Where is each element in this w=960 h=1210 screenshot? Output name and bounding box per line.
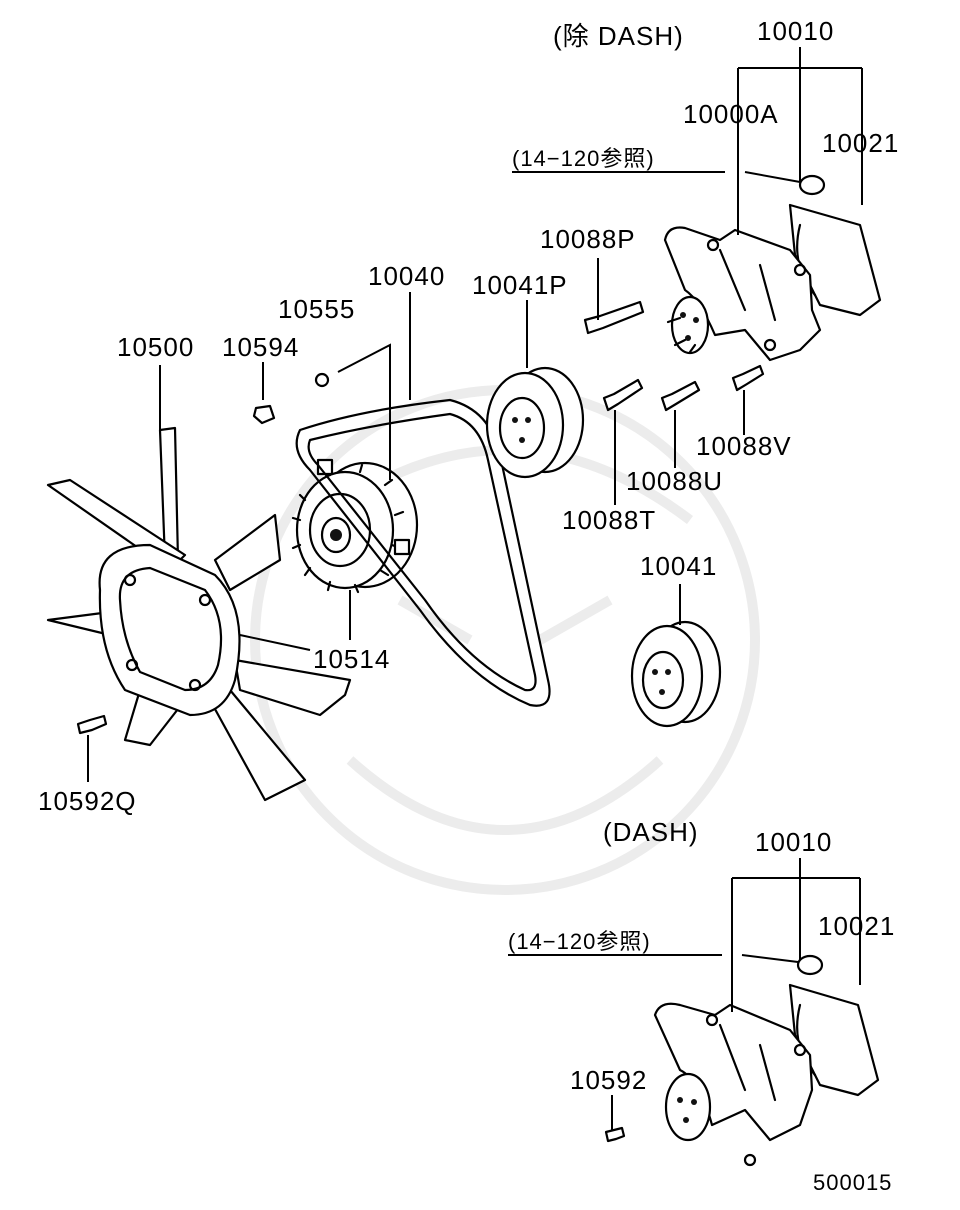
- bolt-10088V[interactable]: [731, 364, 765, 392]
- bolt-10592Q[interactable]: [76, 714, 108, 735]
- callout-10514: 10514: [313, 644, 390, 674]
- nut-10594[interactable]: [252, 404, 276, 425]
- callout-10088V: 10088V: [696, 431, 792, 461]
- callout-10500: 10500: [117, 332, 194, 362]
- callout-10088U: 10088U: [626, 466, 723, 496]
- callout-10010-top: 10010: [757, 16, 834, 46]
- fan-blade[interactable]: [46, 426, 352, 802]
- callout-10088T: 10088T: [562, 505, 656, 535]
- washer-10555[interactable]: [314, 372, 330, 388]
- pulley-10041P[interactable]: [485, 366, 585, 479]
- callout-10000A: 10000A: [683, 99, 779, 129]
- callout-10040: 10040: [368, 261, 445, 291]
- bolt-10592[interactable]: [604, 1126, 626, 1143]
- ref-note-bottom: (14−120参照): [508, 929, 651, 954]
- v-belt[interactable]: [295, 398, 551, 707]
- water-pump-top[interactable]: [663, 174, 882, 362]
- callout-10592Q: 10592Q: [38, 786, 137, 816]
- ref-note-top: (14−120参照): [512, 146, 655, 171]
- callout-10021-bottom: 10021: [818, 911, 895, 941]
- leader-lines: [87, 47, 863, 1130]
- callout-10088P: 10088P: [540, 224, 636, 254]
- pulley-10041[interactable]: [630, 620, 722, 728]
- callout-10021-top: 10021: [822, 128, 899, 158]
- callout-10041P: 10041P: [472, 270, 568, 300]
- section-label-bottom: (DASH): [603, 817, 699, 847]
- section-label-top: (除 DASH): [553, 21, 684, 51]
- callout-10010-bottom: 10010: [755, 827, 832, 857]
- bolt-10088P[interactable]: [583, 300, 645, 335]
- bolt-10088T[interactable]: [602, 378, 644, 412]
- callout-10594: 10594: [222, 332, 299, 362]
- callout-10592: 10592: [570, 1065, 647, 1095]
- callout-10555: 10555: [278, 294, 355, 324]
- water-pump-bottom[interactable]: [653, 954, 880, 1167]
- diagram-id: 500015: [813, 1170, 892, 1195]
- bolt-10088U[interactable]: [660, 380, 701, 412]
- callout-10041: 10041: [640, 551, 717, 581]
